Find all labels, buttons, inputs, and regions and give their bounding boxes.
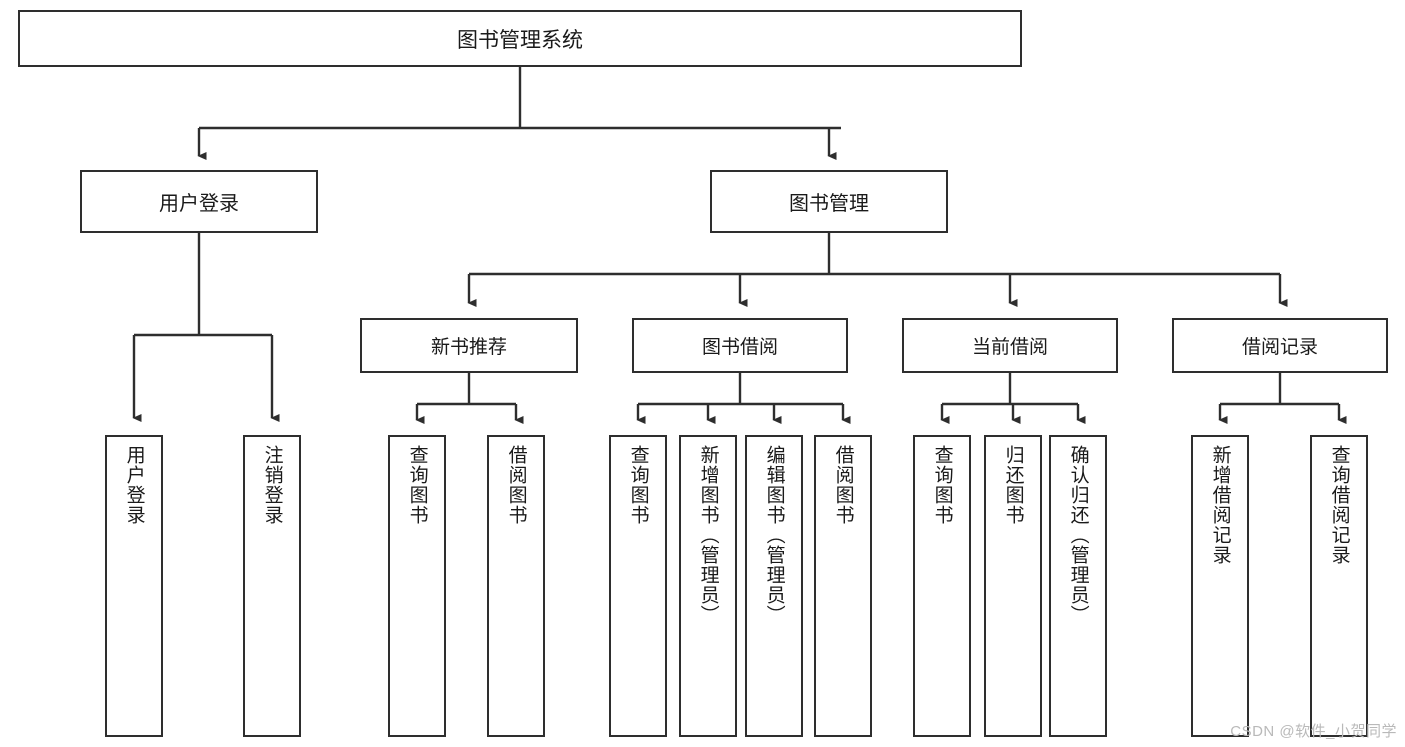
node-book-management-label: 图书管理 [789,193,869,215]
node-current-borrow[interactable]: 当前借阅 [902,318,1118,373]
leaf-label: 新增图书（管理员） [697,445,719,625]
node-root-label: 图书管理系统 [457,28,583,52]
leaf-query-book-borrow[interactable]: 查询图书 [609,435,667,737]
leaf-label: 确认归还（管理员） [1067,445,1089,625]
leaf-query-book-recommend[interactable]: 查询图书 [388,435,446,737]
node-root[interactable]: 图书管理系统 [18,10,1022,67]
leaf-add-borrow-record[interactable]: 新增借阅记录 [1191,435,1249,737]
node-borrow-record[interactable]: 借阅记录 [1172,318,1388,373]
leaf-add-book-admin[interactable]: 新增图书（管理员） [679,435,737,737]
node-book-management[interactable]: 图书管理 [710,170,948,233]
leaf-return-book[interactable]: 归还图书 [984,435,1042,737]
leaf-user-login[interactable]: 用户登录 [105,435,163,737]
leaf-label: 借阅图书 [832,445,854,525]
leaf-borrow-book-recommend[interactable]: 借阅图书 [487,435,545,737]
leaf-label: 查询图书 [931,445,953,525]
node-book-borrow-label: 图书借阅 [701,337,778,358]
node-borrow-record-label: 借阅记录 [1241,337,1318,358]
watermark: CSDN @软件_小贺同学 [1230,723,1397,740]
node-current-borrow-label: 当前借阅 [971,337,1048,358]
leaf-label: 新增借阅记录 [1209,445,1231,565]
leaf-label: 借阅图书 [505,445,527,525]
leaf-label: 查询图书 [627,445,649,525]
leaf-query-book-current[interactable]: 查询图书 [913,435,971,737]
leaf-label: 注销登录 [261,445,283,525]
leaf-borrow-book[interactable]: 借阅图书 [814,435,872,737]
leaf-label: 查询图书 [406,445,428,525]
leaf-label: 编辑图书（管理员） [763,445,785,625]
node-new-book-recommend-label: 新书推荐 [430,337,507,358]
node-book-borrow[interactable]: 图书借阅 [632,318,848,373]
node-new-book-recommend[interactable]: 新书推荐 [360,318,578,373]
leaf-label: 归还图书 [1002,445,1024,525]
node-user-login[interactable]: 用户登录 [80,170,318,233]
leaf-edit-book-admin[interactable]: 编辑图书（管理员） [745,435,803,737]
leaf-label: 用户登录 [123,445,145,525]
node-user-login-label: 用户登录 [159,193,239,215]
leaf-label: 查询借阅记录 [1328,445,1350,565]
leaf-logout[interactable]: 注销登录 [243,435,301,737]
leaf-confirm-return-admin[interactable]: 确认归还（管理员） [1049,435,1107,737]
leaf-query-borrow-record[interactable]: 查询借阅记录 [1310,435,1368,737]
